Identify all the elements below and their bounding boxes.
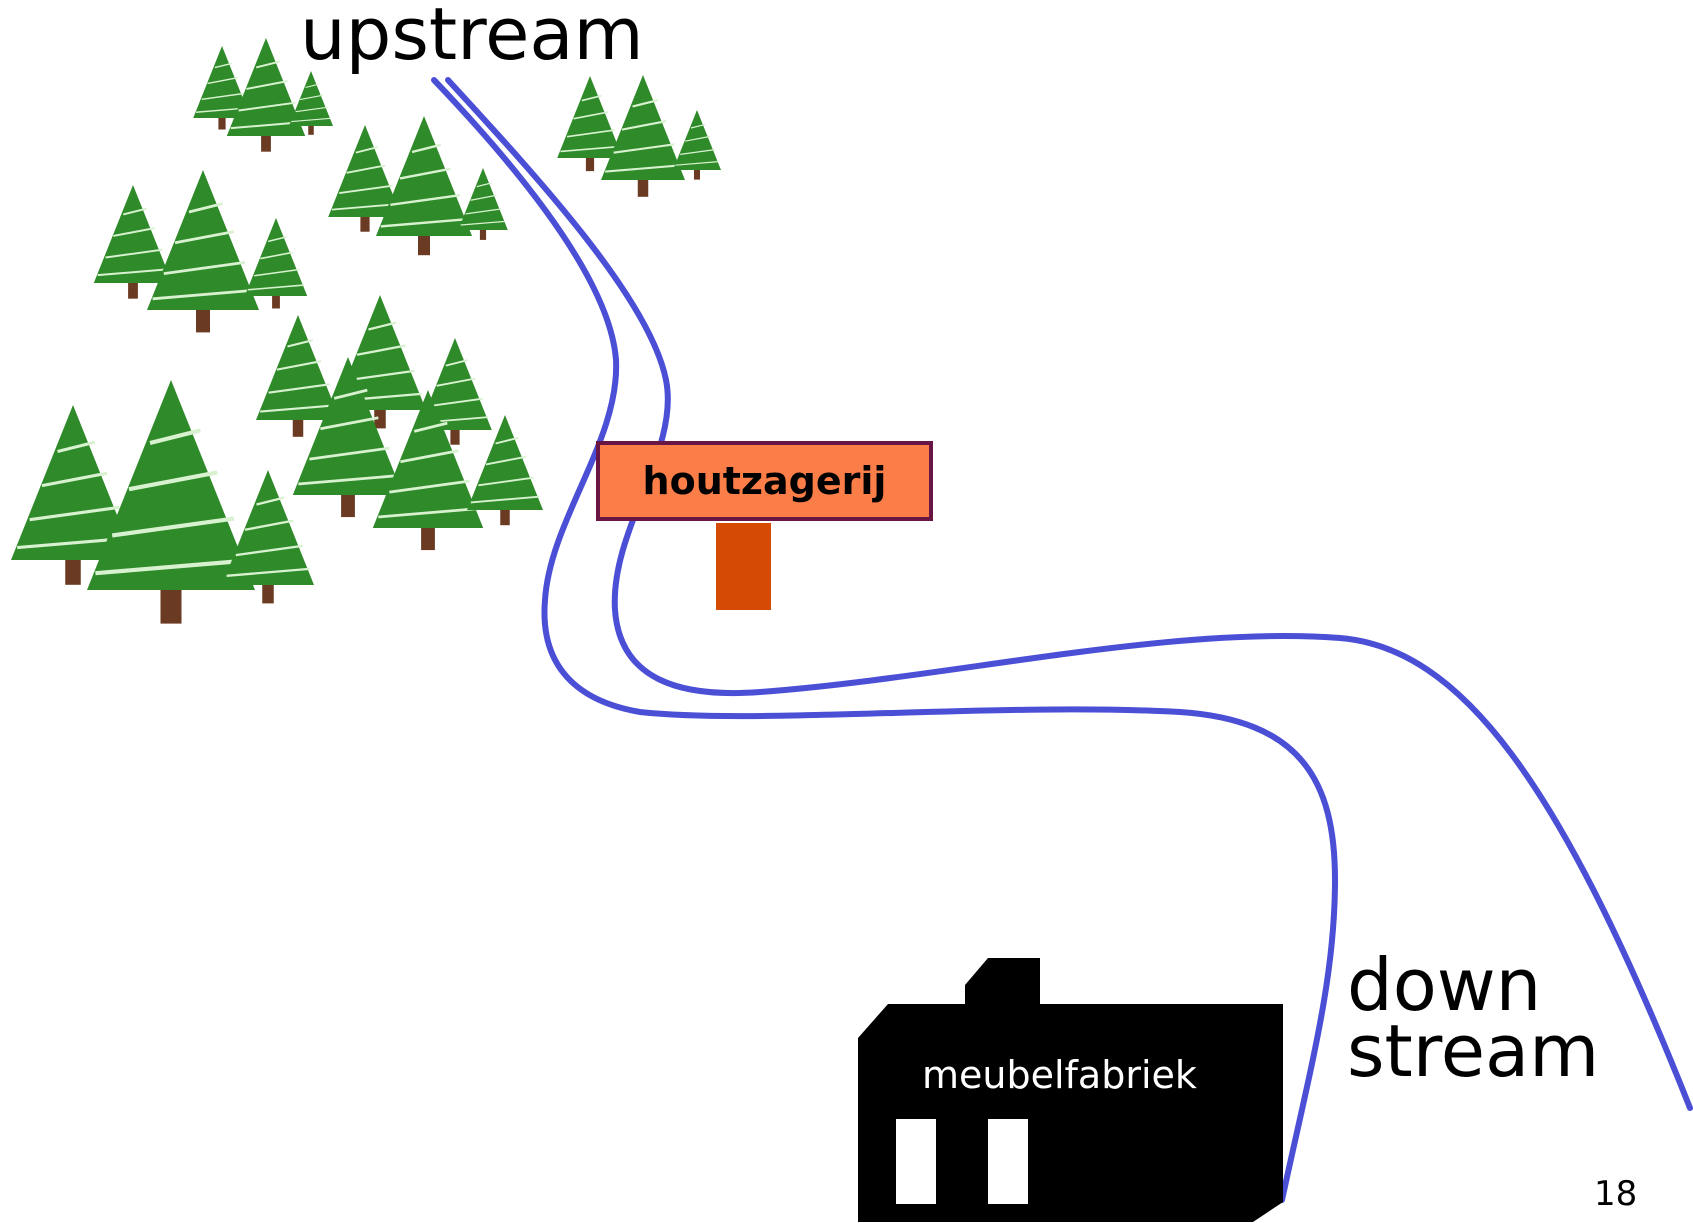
river-bank-right	[445, 77, 1693, 1111]
sawmill-label: houtzagerij	[642, 459, 887, 503]
river-bank-left	[431, 77, 1339, 1203]
pine-tree-icon	[672, 109, 722, 181]
sawmill-sign: houtzagerij	[596, 441, 933, 521]
pine-tree-icon	[244, 217, 308, 310]
downstream-label: down stream	[1347, 943, 1600, 1094]
downstream-label-line1: down	[1347, 943, 1542, 1027]
pine-tree-icon	[457, 167, 509, 241]
factory-icon	[858, 958, 1283, 1222]
factory-window	[896, 1119, 936, 1204]
downstream-label-line2: stream	[1347, 1009, 1600, 1094]
pine-tree-icon	[466, 414, 544, 527]
pine-tree-icon	[87, 380, 255, 624]
sawmill-sign-post	[716, 523, 771, 610]
forest-group	[9, 37, 722, 624]
river	[431, 77, 1693, 1203]
pine-tree-icon	[288, 70, 334, 136]
factory-label: meubelfabriek	[922, 1053, 1197, 1097]
upstream-label: upstream	[300, 0, 644, 76]
page-number: 18	[1594, 1174, 1638, 1214]
factory-window	[988, 1119, 1028, 1204]
pine-tree-icon	[145, 168, 261, 334]
